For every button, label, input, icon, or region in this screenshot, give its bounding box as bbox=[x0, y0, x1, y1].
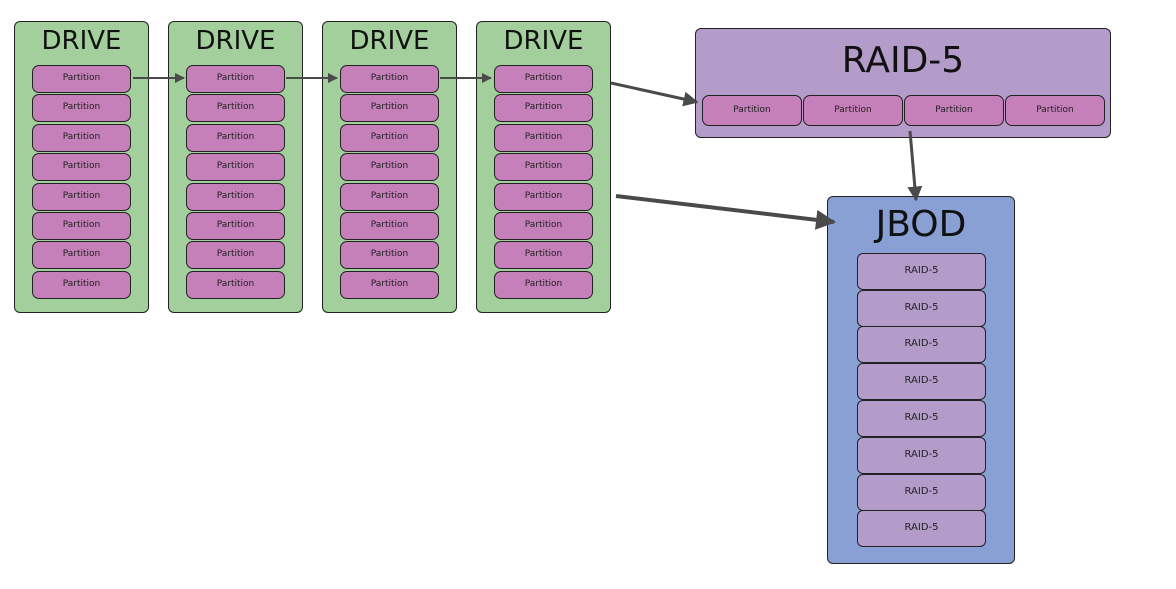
partition: Partition bbox=[340, 153, 439, 181]
drive-title: DRIVE bbox=[503, 26, 584, 56]
raid5-partition: Partition bbox=[803, 95, 903, 126]
jbod-raid5-item: RAID-5 bbox=[857, 326, 986, 363]
partition: Partition bbox=[32, 65, 131, 93]
partition: Partition bbox=[32, 153, 131, 181]
drive-title: DRIVE bbox=[195, 26, 276, 56]
jbod-raid5-item: RAID-5 bbox=[857, 290, 986, 327]
partition: Partition bbox=[32, 212, 131, 240]
jbod-raid5-item: RAID-5 bbox=[857, 474, 986, 511]
arrow-drive4-to-raid5 bbox=[610, 81, 699, 107]
partition: Partition bbox=[494, 124, 593, 152]
partition: Partition bbox=[494, 65, 593, 93]
partition: Partition bbox=[32, 241, 131, 269]
partition: Partition bbox=[494, 183, 593, 211]
jbod-raid5-item: RAID-5 bbox=[857, 400, 986, 437]
partition: Partition bbox=[340, 94, 439, 122]
jbod-raid5-item: RAID-5 bbox=[857, 363, 986, 400]
raid5-partition: Partition bbox=[904, 95, 1004, 126]
partition: Partition bbox=[494, 271, 593, 299]
partition: Partition bbox=[186, 153, 285, 181]
partition: Partition bbox=[494, 241, 593, 269]
partition: Partition bbox=[32, 124, 131, 152]
partition: Partition bbox=[186, 212, 285, 240]
arrow-raid5-to-jbod bbox=[907, 130, 923, 202]
partition: Partition bbox=[494, 153, 593, 181]
partition: Partition bbox=[340, 65, 439, 93]
arrow-drive4-to-jbod bbox=[615, 194, 836, 230]
partition: Partition bbox=[186, 94, 285, 122]
raid5-partition: Partition bbox=[1005, 95, 1105, 126]
drive-box-1: DRIVE Partition Partition Partition Part… bbox=[14, 21, 149, 313]
drive-box-3: DRIVE Partition Partition Partition Part… bbox=[322, 21, 457, 313]
partition: Partition bbox=[340, 124, 439, 152]
raid5-box: RAID-5 Partition Partition Partition Par… bbox=[695, 28, 1111, 138]
partition: Partition bbox=[32, 271, 131, 299]
partition: Partition bbox=[186, 183, 285, 211]
partition: Partition bbox=[186, 271, 285, 299]
drive-box-4: DRIVE Partition Partition Partition Part… bbox=[476, 21, 611, 313]
jbod-raid5-item: RAID-5 bbox=[857, 253, 986, 290]
raid5-title: RAID-5 bbox=[841, 40, 965, 81]
jbod-raid5-item: RAID-5 bbox=[857, 510, 986, 547]
partition: Partition bbox=[186, 124, 285, 152]
raid5-partition: Partition bbox=[702, 95, 802, 126]
partition: Partition bbox=[494, 212, 593, 240]
partition: Partition bbox=[186, 241, 285, 269]
partition: Partition bbox=[340, 212, 439, 240]
partition: Partition bbox=[494, 94, 593, 122]
drive-title: DRIVE bbox=[41, 26, 122, 56]
jbod-title: JBOD bbox=[875, 204, 967, 245]
jbod-raid5-item: RAID-5 bbox=[857, 437, 986, 474]
jbod-box: JBOD RAID-5 RAID-5 RAID-5 RAID-5 RAID-5 … bbox=[827, 196, 1015, 564]
drive-title: DRIVE bbox=[349, 26, 430, 56]
partition: Partition bbox=[340, 271, 439, 299]
drive-box-2: DRIVE Partition Partition Partition Part… bbox=[168, 21, 303, 313]
partition: Partition bbox=[340, 241, 439, 269]
partition: Partition bbox=[186, 65, 285, 93]
partition: Partition bbox=[32, 183, 131, 211]
partition: Partition bbox=[340, 183, 439, 211]
partition: Partition bbox=[32, 94, 131, 122]
